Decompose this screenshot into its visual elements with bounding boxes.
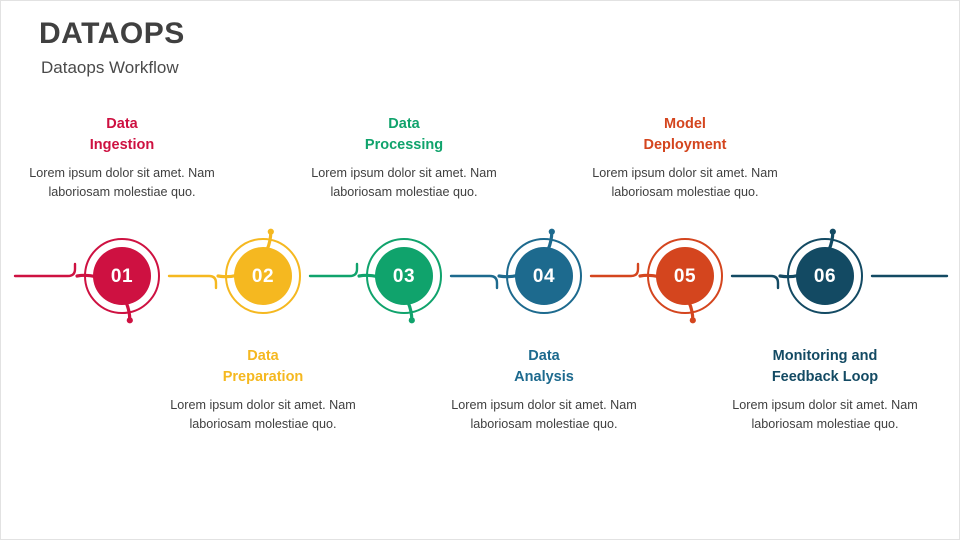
step-title-line2: Processing	[364, 137, 444, 154]
step-title-line1: Monitoring and	[772, 348, 878, 364]
slide-header: DATAOPS Dataops Workflow	[39, 17, 185, 78]
step-marker-06[interactable]: 06	[775, 226, 875, 326]
step-title-line1: Data	[247, 348, 279, 364]
step-description: Lorem ipsum dolor sit amet. Nam laborios…	[592, 166, 778, 200]
step-title-line2: Deployment	[643, 137, 727, 154]
step-title-line1: Data	[388, 116, 420, 132]
page-title: DATAOPS	[39, 17, 185, 50]
step-marker-03[interactable]: 03	[354, 226, 454, 326]
step-marker-05[interactable]: 05	[635, 226, 735, 326]
step-marker-02[interactable]: 02	[213, 226, 313, 326]
step-title-line2: Preparation	[222, 369, 304, 386]
step-description: Lorem ipsum dolor sit amet. Nam laborios…	[170, 398, 356, 432]
step-marker-01[interactable]: 01	[72, 226, 172, 326]
step-title-line1: Data	[528, 348, 560, 364]
step-description: Lorem ipsum dolor sit amet. Nam laborios…	[311, 166, 497, 200]
step-marker-04[interactable]: 04	[494, 226, 594, 326]
page-subtitle: Dataops Workflow	[41, 57, 179, 77]
step-title-line1: Model	[664, 116, 706, 132]
step-title-line2: Analysis	[514, 369, 574, 386]
step-description: Lorem ipsum dolor sit amet. Nam laborios…	[732, 398, 918, 432]
step-title-line2: Feedback Loop	[771, 369, 879, 386]
step-title-line1: Data	[106, 116, 138, 132]
step-title-line2: Ingestion	[89, 137, 155, 154]
step-description: Lorem ipsum dolor sit amet. Nam laborios…	[29, 166, 215, 200]
step-description: Lorem ipsum dolor sit amet. Nam laborios…	[451, 398, 637, 432]
